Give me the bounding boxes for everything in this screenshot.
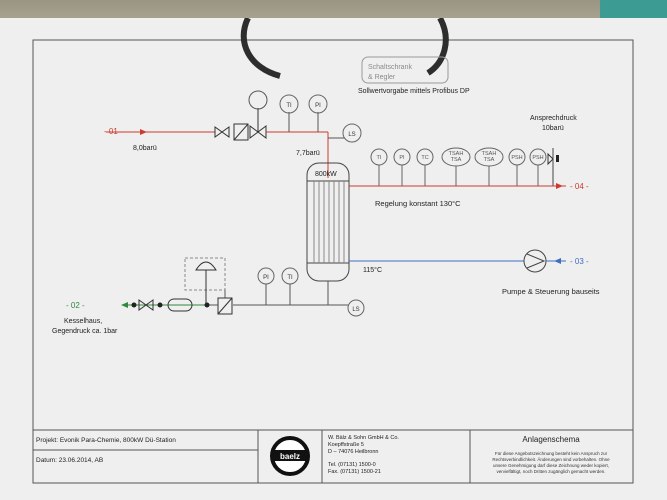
instrument-bottom-pi xyxy=(257,267,275,285)
instrument-row-psh-1 xyxy=(508,148,526,166)
instrument-ls xyxy=(342,123,362,143)
instrument-row-label: PSH xyxy=(511,155,522,161)
instrument-row-label: TSA xyxy=(451,157,462,163)
instrument-top-ti xyxy=(279,94,299,114)
pressure-8bar: 8,0barü xyxy=(133,145,157,152)
kesselhaus-label-2: Gegendruck ca. 1bar xyxy=(52,328,118,335)
sollwert-label: Sollwertvorgabe mittels Profibus DP xyxy=(358,88,470,95)
company-address-line: D – 74076 Heilbronn xyxy=(328,449,378,455)
binder-ring-right xyxy=(426,18,449,76)
line-03-label: - 03 - xyxy=(570,257,589,266)
kesselhaus-label-1: Kesselhaus, xyxy=(64,318,102,325)
instrument-bottom-ti xyxy=(281,267,299,285)
instrument-row-label: TSAH xyxy=(482,151,497,157)
hx-tube-bundle xyxy=(313,181,345,263)
company-logo-bar xyxy=(272,450,308,461)
pumpe-label: Pumpe & Steuerung bauseits xyxy=(502,287,600,296)
stamp-line-2: & Regler xyxy=(368,74,396,81)
shutoff-valve-right xyxy=(221,126,230,138)
instrument-top-ti-label: TI xyxy=(286,103,292,109)
check-valve-dot-3 xyxy=(204,302,210,308)
company-address-line: Tel. (07131) 1500-0 xyxy=(328,462,376,468)
instrument-row-tsah-2 xyxy=(474,147,504,167)
control-cabinet-box xyxy=(361,56,449,84)
company-address-line: Fax. (07131) 1500-21 xyxy=(328,469,381,475)
company-address-line: Koepffstraße 5 xyxy=(328,442,364,448)
instrument-row-label: PI xyxy=(399,155,405,161)
strainer xyxy=(233,123,249,141)
disclaimer-line: Rechtsverbindlichkeit. Änderungen sind v… xyxy=(492,456,610,462)
return-arrow-03 xyxy=(554,258,561,264)
actuator-gauge xyxy=(248,90,268,110)
disclaimer-line: Für diese Angebotszeichnung besteht kein… xyxy=(495,451,608,456)
control-valve-left xyxy=(249,125,259,139)
instrument-bottom-pi-label: PI xyxy=(263,275,269,281)
project-label: Projekt: Evonik Para-Chemie, 800kW Dü-St… xyxy=(36,437,176,444)
disclaimer-line: unsere Genehmigung darf diese Zeichnung … xyxy=(493,463,609,468)
strainer-diag xyxy=(233,123,249,141)
instrument-bottom-ti-label: TI xyxy=(287,275,293,281)
line-01-label: - 01 - xyxy=(104,127,123,136)
instrument-row-label: TC xyxy=(421,155,428,161)
instrument-ls-bottom-label: LS xyxy=(352,307,359,313)
instrument-row-label: TSA xyxy=(484,157,495,163)
p-and-id-diagram: Schaltschrank & Regler Sollwertvorgabe m… xyxy=(32,18,634,484)
instrument-row-pi xyxy=(393,148,411,166)
check-valve-dot-2 xyxy=(157,302,163,308)
ansprech-label-1: Ansprechdruck xyxy=(530,115,577,122)
drawing-sheet: Schaltschrank & Regler Sollwertvorgabe m… xyxy=(0,18,667,500)
disclaimer-line: vervielfältigt, noch Dritten zugänglich … xyxy=(496,469,605,474)
line-04-label: - 04 - xyxy=(570,182,589,191)
condensate-filter xyxy=(167,298,193,312)
shutoff-valve-b-right xyxy=(145,299,154,311)
instrument-row-tsah-1 xyxy=(441,147,471,167)
condensate-arrow-02 xyxy=(121,302,128,308)
temp-115-label: 115°C xyxy=(363,266,382,274)
shutoff-valve-left xyxy=(214,126,223,138)
company-logo-text: baelz xyxy=(280,452,300,461)
instrument-row-tc xyxy=(416,148,434,166)
instrument-row-psh-2 xyxy=(529,148,547,166)
safety-valve-body xyxy=(547,152,554,166)
instrument-row-ti xyxy=(370,148,388,166)
drawing-title: Anlagenschema xyxy=(522,435,580,444)
condensate-actuator xyxy=(195,261,217,271)
line-02-label: - 02 - xyxy=(66,301,85,310)
pump-arrow xyxy=(526,253,546,269)
steam-arrow-01 xyxy=(140,129,147,135)
instrument-row-label: TSAH xyxy=(449,151,464,157)
safety-valve-spring xyxy=(556,155,559,162)
company-address-line: W. Bälz & Sohn GmbH & Co. xyxy=(328,435,399,441)
control-loop-dashed xyxy=(184,257,226,291)
hot-water-arrow-04 xyxy=(556,183,563,189)
pressure-77bar: 7,7barü xyxy=(296,150,320,157)
hx-power-label: 800kW xyxy=(315,171,337,178)
title-block xyxy=(32,429,634,484)
instrument-ls-label: LS xyxy=(348,132,355,138)
stamp-line-1: Schaltschrank xyxy=(368,64,412,71)
instrument-row-label: PSH xyxy=(532,155,543,161)
instrument-top-pi xyxy=(308,94,328,114)
check-valve-dot-1 xyxy=(131,302,137,308)
instrument-ls-bottom xyxy=(347,299,365,317)
date-label: Datum: 23.06.2014, AB xyxy=(36,457,103,464)
binder-ring-left xyxy=(240,18,281,79)
instrument-top-pi-label: PI xyxy=(315,103,321,109)
regelung-label: Regelung konstant 130°C xyxy=(375,199,461,208)
ansprech-label-2: 10barü xyxy=(542,125,564,132)
shutoff-valve-b-left xyxy=(138,299,147,311)
instrument-row-label: TI xyxy=(377,155,382,161)
instrument-row xyxy=(370,147,547,186)
control-valve-right xyxy=(257,125,267,139)
disclaimer-text: Für diese Angebotszeichnung besteht kein… xyxy=(492,451,610,474)
condensate-valve-diag xyxy=(217,297,233,315)
